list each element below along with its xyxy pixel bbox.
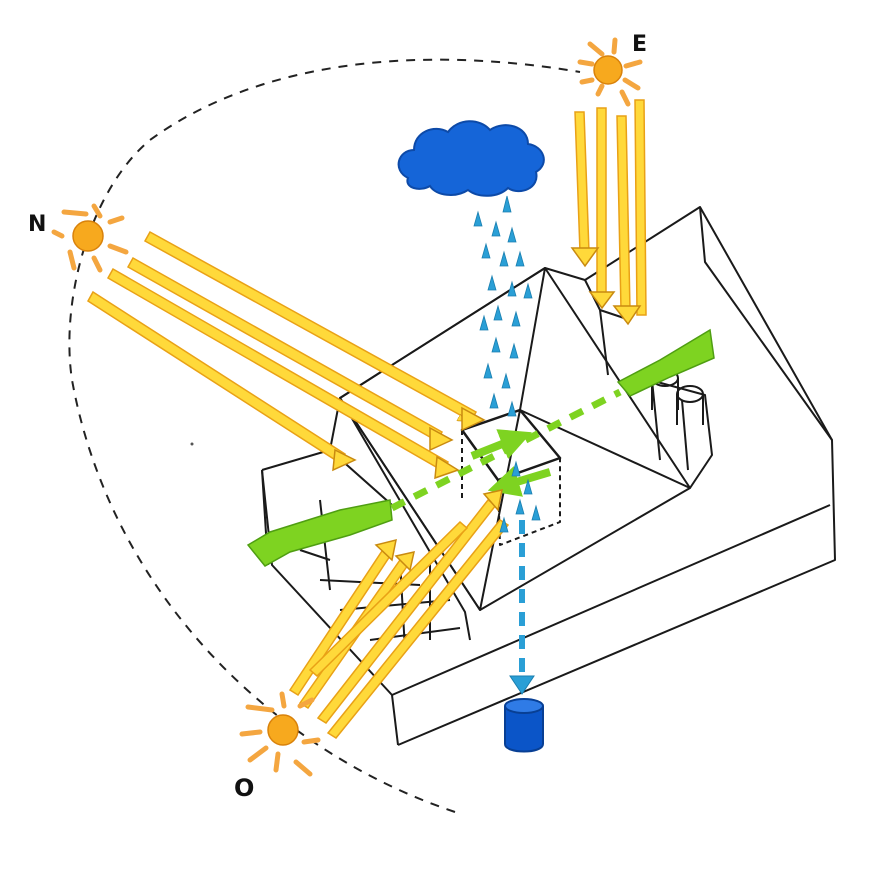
- sun-west-icon: [239, 691, 321, 777]
- cross-ventilation: [246, 328, 715, 567]
- sun-north-icon: [51, 203, 129, 273]
- sun-rays-east: [574, 99, 647, 316]
- cloud-icon: [397, 120, 545, 197]
- label-east: E: [632, 32, 648, 57]
- sun-path-arc: [68, 58, 581, 813]
- water-tank-icon: [504, 698, 544, 753]
- sun-rays-north: [87, 230, 478, 473]
- rain-drops: [473, 195, 541, 533]
- sun-rays-west: [288, 499, 510, 739]
- label-north: N: [28, 212, 47, 237]
- sun-east-icon: [577, 37, 643, 107]
- rainwater-arrow: [509, 675, 535, 695]
- label-west: O: [234, 774, 255, 802]
